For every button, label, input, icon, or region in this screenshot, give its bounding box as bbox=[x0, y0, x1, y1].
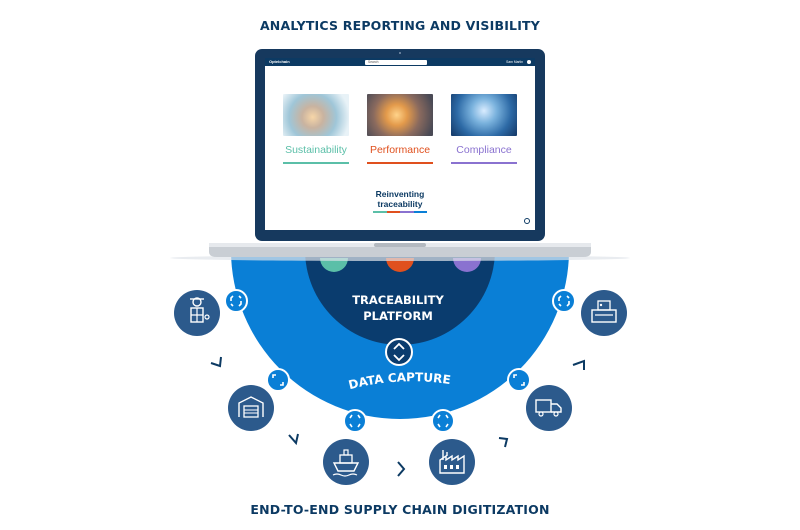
card-performance[interactable]: Performance bbox=[367, 94, 433, 164]
flow-arrow-4 bbox=[498, 437, 509, 448]
card-label: Sustainability bbox=[285, 144, 347, 156]
flow-arrow-1 bbox=[210, 356, 222, 368]
tagline-line2: traceability bbox=[377, 199, 423, 209]
card-label: Performance bbox=[369, 144, 431, 156]
laptop-camera bbox=[399, 52, 401, 54]
flow-arrow-2 bbox=[288, 433, 299, 446]
tagline-color-bars bbox=[373, 211, 427, 213]
card-underline bbox=[367, 162, 433, 164]
avatar[interactable] bbox=[527, 60, 531, 64]
card-compliance[interactable]: Compliance bbox=[451, 94, 517, 164]
sustainability-image bbox=[283, 94, 349, 136]
card-underline bbox=[283, 162, 349, 164]
app-logo: Optelchain bbox=[269, 59, 290, 64]
top-heading: ANALYTICS REPORTING AND VISIBILITY bbox=[259, 18, 541, 33]
card-sustainability[interactable]: Sustainability bbox=[283, 94, 349, 164]
bottom-heading: END-TO-END SUPPLY CHAIN DIGITIZATION bbox=[250, 502, 550, 517]
tagline: Reinventing traceability bbox=[365, 189, 435, 209]
performance-dot bbox=[386, 258, 414, 272]
card-underline bbox=[451, 162, 517, 164]
laptop-screen: Optelchain Search Sam Martin Sustainabil… bbox=[265, 58, 535, 230]
flow-arrow-5 bbox=[572, 359, 585, 370]
flow-arrow-3 bbox=[397, 461, 406, 477]
warehouse-icon bbox=[228, 385, 274, 431]
chat-icon[interactable] bbox=[524, 218, 530, 224]
platform-line1: TRACEABILITY bbox=[352, 293, 444, 307]
scan-marker-left-mid bbox=[266, 368, 290, 392]
factory-icon bbox=[429, 439, 475, 485]
compliance-image bbox=[451, 94, 517, 136]
performance-image bbox=[367, 94, 433, 136]
scan-marker-left-top bbox=[224, 289, 248, 313]
card-label: Compliance bbox=[456, 144, 512, 156]
scan-marker-bottom-right bbox=[431, 409, 455, 433]
app-top-bar: Optelchain Search Sam Martin bbox=[265, 58, 535, 66]
scan-marker-bottom-left bbox=[343, 409, 367, 433]
cash-register-icon bbox=[581, 290, 627, 336]
laptop-notch bbox=[374, 243, 426, 247]
scan-marker-right-mid bbox=[507, 368, 531, 392]
ship-icon bbox=[323, 439, 369, 485]
sustainability-dot bbox=[320, 258, 348, 272]
compliance-dot bbox=[453, 258, 481, 272]
user-name[interactable]: Sam Martin bbox=[506, 60, 523, 64]
traceability-platform-core bbox=[305, 250, 495, 345]
platform-line2: PLATFORM bbox=[363, 309, 433, 323]
farmer-icon bbox=[174, 290, 220, 336]
search-input[interactable]: Search bbox=[365, 59, 427, 65]
laptop-base bbox=[209, 244, 591, 257]
expand-chevron-button[interactable] bbox=[385, 338, 413, 366]
scan-marker-right-top bbox=[552, 289, 576, 313]
truck-icon bbox=[526, 385, 572, 431]
tagline-line1: Reinventing bbox=[375, 189, 425, 199]
